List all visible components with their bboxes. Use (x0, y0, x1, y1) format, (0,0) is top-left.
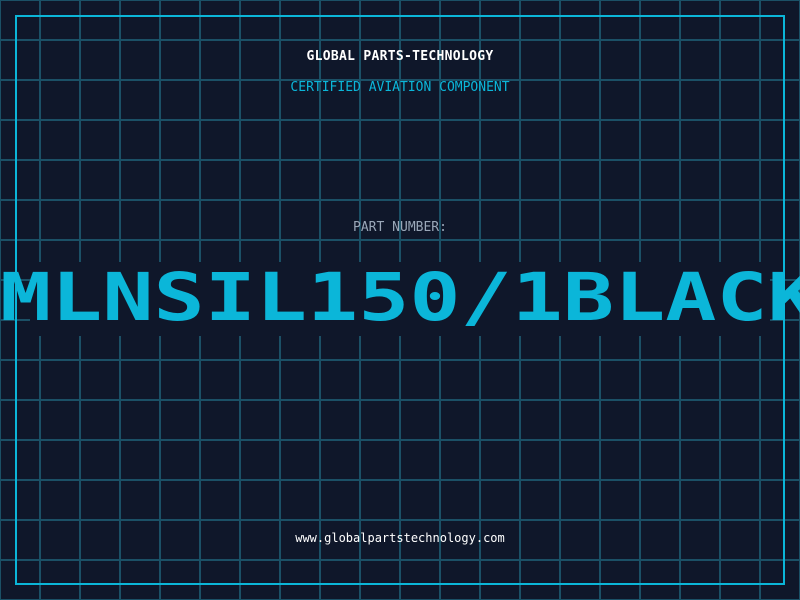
part-number: MLNSIL150/1BLACK (0, 259, 800, 337)
subtitle: CERTIFIED AVIATION COMPONENT (290, 80, 510, 95)
part-number-label: PART NUMBER: (353, 220, 447, 235)
card-border (15, 15, 785, 585)
website-link[interactable]: www.globalpartstechnology.com (295, 531, 505, 545)
part-number-backdrop (30, 262, 770, 336)
brand-title: GLOBAL PARTS-TECHNOLOGY (306, 49, 494, 64)
